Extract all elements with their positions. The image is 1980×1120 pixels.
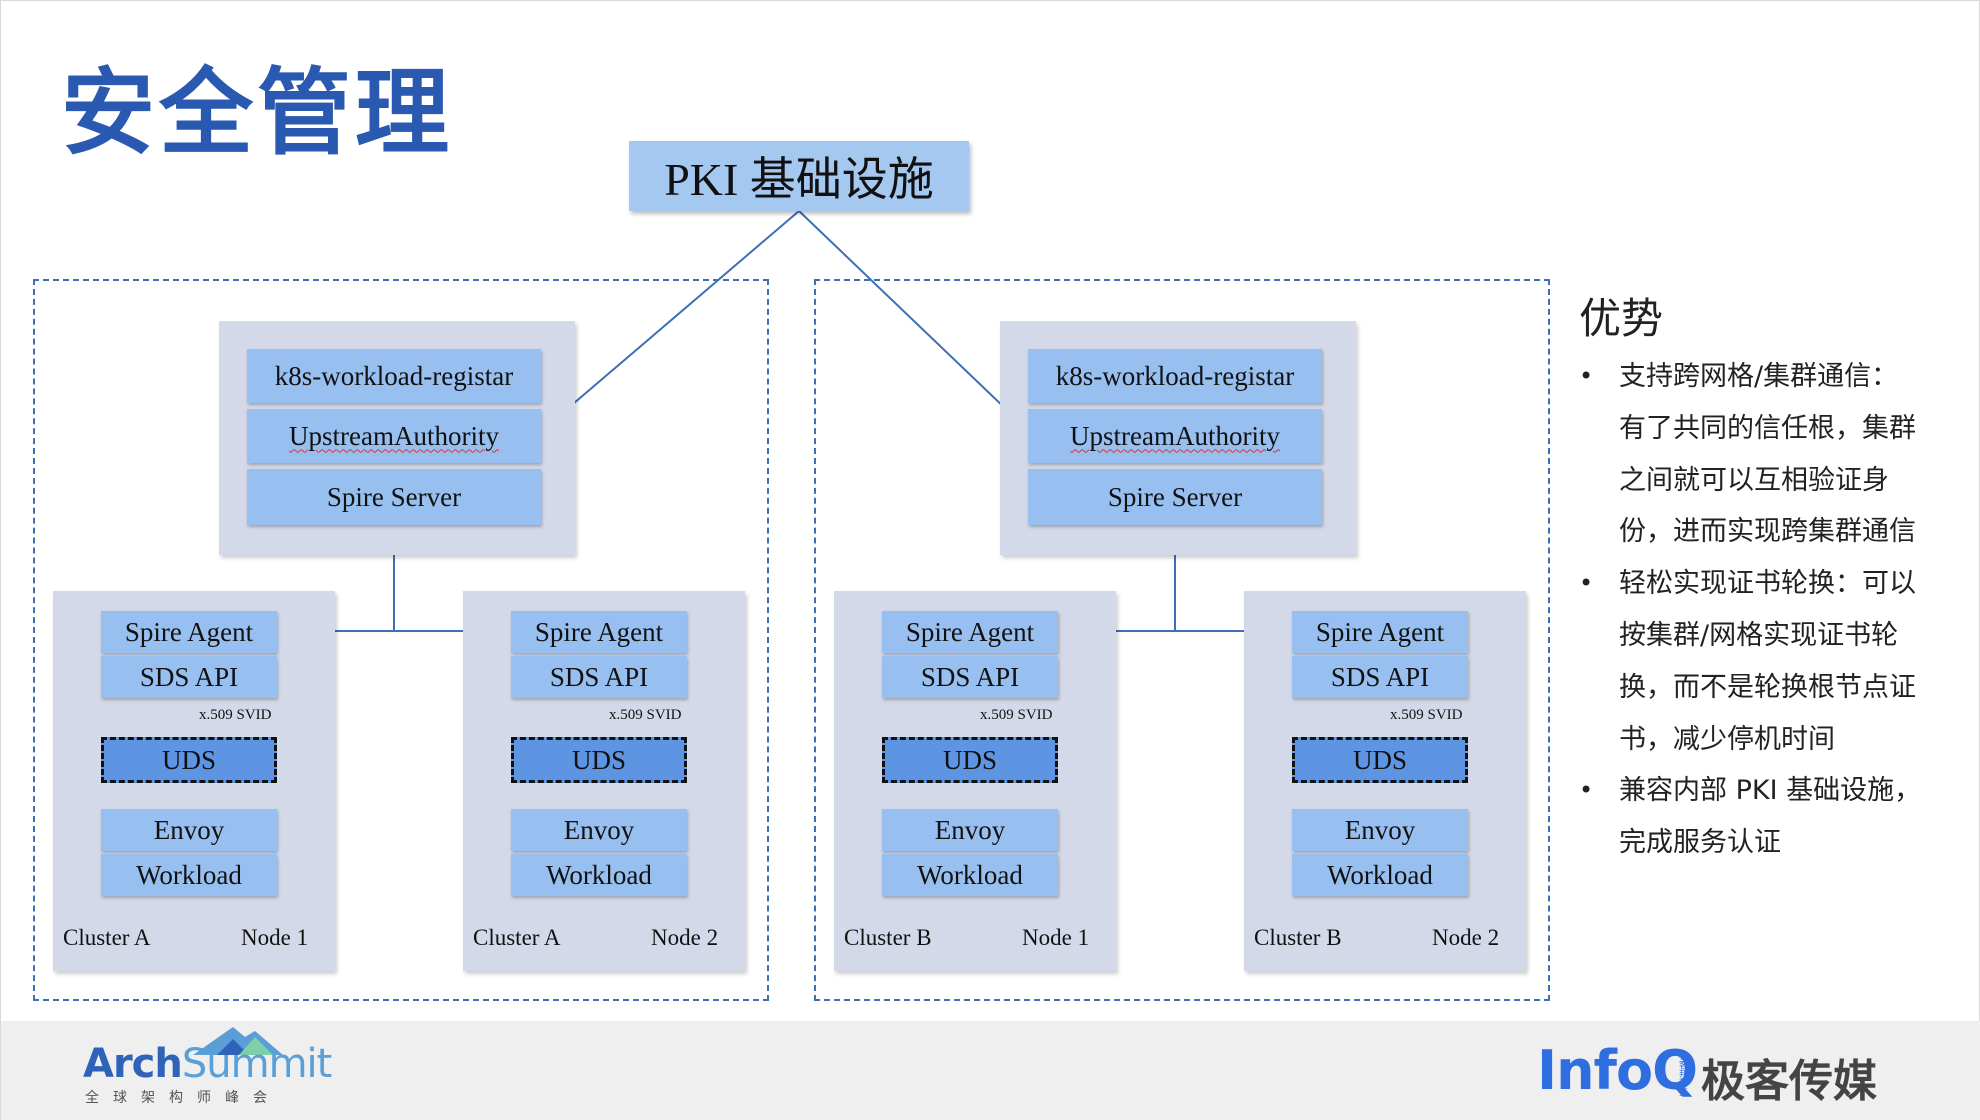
upstream-authority-block: UpstreamAuthority (1028, 409, 1322, 463)
archsummit-logo: ArchSummit 全球架构师峰会 (83, 1025, 332, 1106)
mountain-icon (193, 1027, 283, 1055)
spire-server-group-b: k8s-workload-registar UpstreamAuthority … (1000, 321, 1356, 555)
spire-agent-block: Spire Agent (1292, 611, 1468, 653)
archsummit-wordmark: ArchSummit (83, 1041, 332, 1087)
node-label: Node 1 (241, 925, 309, 950)
spire-server-block: Spire Server (247, 469, 541, 525)
envoy-block: Envoy (511, 809, 687, 851)
pki-infrastructure-box: PKI 基础设施 (629, 141, 969, 211)
spire-server-block: Spire Server (1028, 469, 1322, 525)
workload-block: Workload (1292, 854, 1468, 896)
envoy-block: Envoy (101, 809, 277, 851)
svid-label: x.509 SVID (1390, 707, 1463, 723)
svid-label: x.509 SVID (609, 707, 682, 723)
infoq-small-text: 极客邦科技 (1678, 1051, 1688, 1096)
envoy-block: Envoy (882, 809, 1058, 851)
uds-block: UDS (882, 737, 1058, 783)
infoq-logo: InfoQ (1537, 1039, 1698, 1102)
uds-block: UDS (1292, 737, 1468, 783)
svid-label: x.509 SVID (199, 707, 272, 723)
envoy-block: Envoy (1292, 809, 1468, 851)
footer-bar (1, 1021, 1980, 1120)
cluster-label: Cluster B (1254, 925, 1342, 950)
cluster-label: Cluster A (473, 925, 561, 950)
node-group-a2: Spire Agent SDS API x.509 SVID UDS Envoy… (463, 591, 745, 971)
registrar-block: k8s-workload-registar (1028, 349, 1322, 403)
cluster-label: Cluster B (844, 925, 932, 950)
advantages-list: 支持跨网格/集群通信：有了共同的信任根，集群之间就可以互相验证身份，进而实现跨集… (1579, 351, 1924, 869)
sds-api-block: SDS API (882, 656, 1058, 698)
spire-server-group-a: k8s-workload-registar UpstreamAuthority … (219, 321, 575, 555)
spire-agent-block: Spire Agent (101, 611, 277, 653)
spire-agent-block: Spire Agent (882, 611, 1058, 653)
advantage-item: 兼容内部 PKI 基础设施，完成服务认证 (1579, 765, 1924, 869)
workload-block: Workload (101, 854, 277, 896)
registrar-block: k8s-workload-registar (247, 349, 541, 403)
uds-block: UDS (101, 737, 277, 783)
node-label: Node 1 (1022, 925, 1090, 950)
cluster-a-boundary (33, 279, 769, 1001)
workload-block: Workload (511, 854, 687, 896)
node-label: Node 2 (1432, 925, 1500, 950)
cluster-label: Cluster A (63, 925, 151, 950)
node-label: Node 2 (651, 925, 719, 950)
advantages-title: 优势 (1579, 294, 1664, 343)
node-group-b2: Spire Agent SDS API x.509 SVID UDS Envoy… (1244, 591, 1526, 971)
svid-label: x.509 SVID (980, 707, 1053, 723)
sds-api-block: SDS API (101, 656, 277, 698)
spire-agent-block: Spire Agent (511, 611, 687, 653)
page-title: 安全管理 (61, 59, 454, 168)
workload-block: Workload (882, 854, 1058, 896)
node-group-b1: Spire Agent SDS API x.509 SVID UDS Envoy… (834, 591, 1116, 971)
advantage-item: 支持跨网格/集群通信：有了共同的信任根，集群之间就可以互相验证身份，进而实现跨集… (1579, 351, 1924, 558)
archsummit-subtitle: 全球架构师峰会 (85, 1090, 281, 1106)
cluster-b-boundary (814, 279, 1550, 1001)
advantage-item: 轻松实现证书轮换：可以按集群/网格实现证书轮换，而不是轮换根节点证书，减少停机时… (1579, 558, 1924, 765)
geek-media-logo: 极客传媒 (1701, 1056, 1877, 1107)
upstream-authority-block: UpstreamAuthority (247, 409, 541, 463)
upstream-authority-label: UpstreamAuthority (289, 420, 499, 451)
sds-api-block: SDS API (1292, 656, 1468, 698)
uds-block: UDS (511, 737, 687, 783)
node-group-a1: Spire Agent SDS API x.509 SVID UDS Envoy… (53, 591, 335, 971)
upstream-authority-label: UpstreamAuthority (1070, 420, 1280, 451)
sds-api-block: SDS API (511, 656, 687, 698)
